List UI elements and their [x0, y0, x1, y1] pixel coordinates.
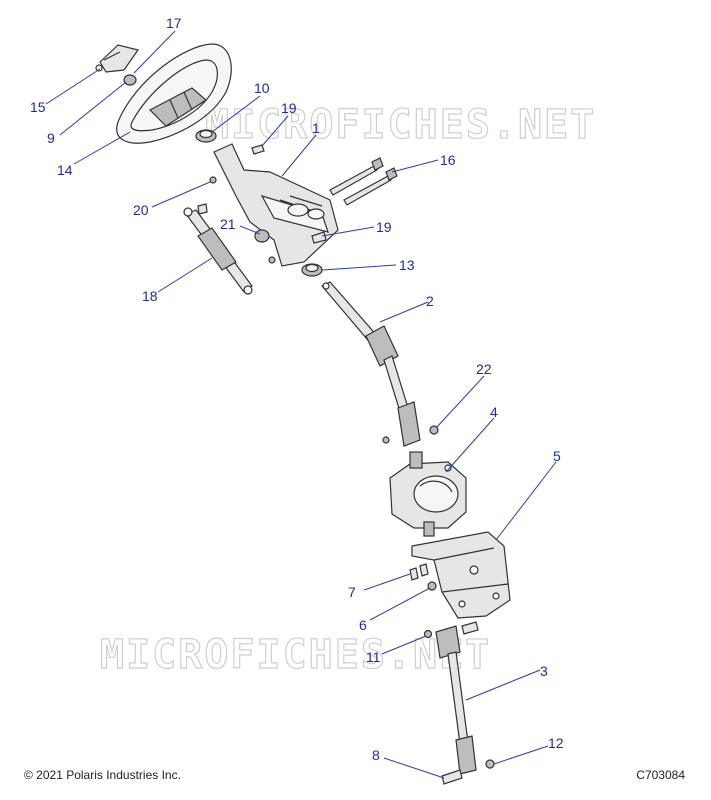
- lower-shaft-bolt-part: [441, 769, 463, 785]
- steering-wheel-part: [116, 43, 232, 144]
- unit-mount-bracket-part: [411, 531, 511, 619]
- bracket-bolts-part: [409, 563, 429, 581]
- callout-18: 18: [142, 288, 158, 304]
- callout-10: 10: [254, 80, 270, 96]
- callout-7: 7: [348, 584, 356, 600]
- document-id: C703084: [636, 768, 685, 782]
- pivot-bushing-part: [254, 229, 270, 243]
- steering-column-bracket-part: [213, 143, 339, 267]
- bushing-lower-part: [301, 263, 323, 277]
- lower-shaft-end-nut-part: [485, 759, 495, 769]
- callout-2: 2: [426, 293, 434, 309]
- callout-19-upper: 19: [281, 100, 297, 116]
- lower-shaft-nut-part: [423, 629, 433, 639]
- callout-12: 12: [548, 735, 564, 751]
- leader-lines: [45, 30, 557, 779]
- callout-labels: 17 15 9 14 10 19 1 16 20 21 19 13 18 2 2…: [30, 15, 564, 763]
- watermark-bottom: MICROFICHES.NET: [100, 632, 491, 678]
- callout-5: 5: [553, 448, 561, 464]
- bushing-upper-part: [195, 129, 217, 143]
- callout-22: 22: [476, 361, 492, 377]
- callout-14: 14: [57, 162, 73, 178]
- small-nut-part: [209, 176, 217, 184]
- callout-3: 3: [540, 663, 548, 679]
- callout-17: 17: [166, 15, 182, 31]
- long-bolts-part: [329, 157, 398, 206]
- lower-steering-shaft-part: [435, 621, 479, 775]
- callout-4: 4: [490, 404, 498, 420]
- watermark-top: MICROFICHES.NET: [205, 102, 596, 148]
- horn-pad-part: [95, 44, 139, 73]
- callout-19-lower: 19: [376, 219, 392, 235]
- callout-16: 16: [440, 152, 456, 168]
- steering-nut-part: [123, 74, 137, 86]
- callout-1: 1: [312, 120, 320, 136]
- callout-15: 15: [30, 99, 46, 115]
- callout-20: 20: [133, 202, 149, 218]
- callout-11: 11: [366, 649, 381, 665]
- copyright-notice: © 2021 Polaris Industries Inc.: [24, 768, 181, 782]
- callout-8: 8: [372, 747, 380, 763]
- callout-13: 13: [399, 257, 415, 273]
- callout-9: 9: [47, 130, 55, 146]
- callout-21: 21: [220, 216, 236, 232]
- tilt-gas-strut-part: [183, 203, 253, 295]
- shaft-nut-part: [382, 436, 390, 444]
- callout-6: 6: [359, 617, 367, 633]
- power-steering-unit-part: [389, 451, 467, 537]
- bolt-lower-part: [311, 231, 327, 244]
- bolt-upper-part: [251, 144, 265, 155]
- upper-steering-shaft-part: [321, 281, 421, 447]
